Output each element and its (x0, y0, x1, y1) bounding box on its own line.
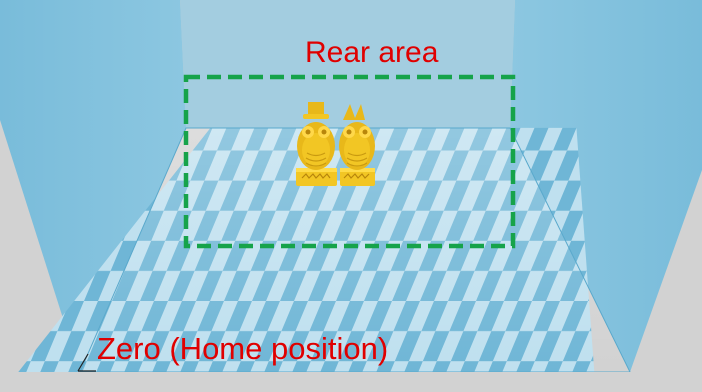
right-wall (510, 0, 702, 372)
rear-area-label: Rear area (305, 36, 439, 69)
back-wall (180, 0, 515, 128)
viewport-floor-edge (0, 372, 702, 392)
axis-origin-icon (77, 353, 96, 372)
left-wall (0, 0, 186, 372)
owl-model-left[interactable] (296, 102, 337, 186)
build-plate[interactable] (18, 127, 696, 373)
owl-model-right[interactable] (339, 104, 375, 186)
zero-home-position-label: Zero (Home position) (97, 331, 389, 366)
rear-area-box (183, 74, 516, 249)
